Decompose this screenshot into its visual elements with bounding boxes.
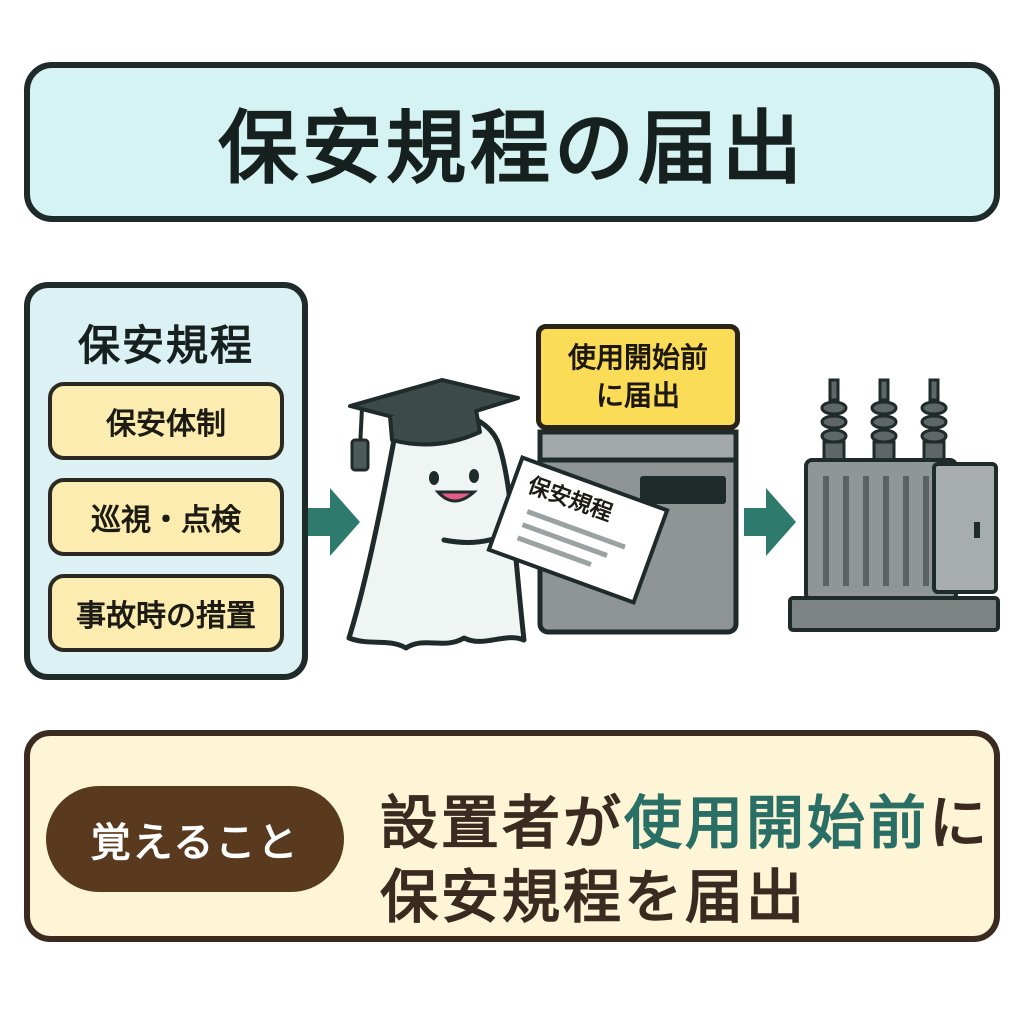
memo-line-1-pre: 設置者が [380, 789, 625, 857]
memo-line-1-post: に [929, 789, 991, 857]
rule-item-safety-system: 保安体制 [48, 382, 284, 460]
rules-panel-title: 保安規程 [77, 321, 254, 370]
rules-panel: 保安規程 保安体制 巡視・点検 事故時の措置 [24, 282, 308, 680]
document-icon: 保安規程 [485, 454, 671, 606]
mortarboard-icon [348, 378, 520, 472]
memo-line-2: 保安規程を届出 [380, 863, 808, 931]
rule-item-patrol-inspection: 巡視・点検 [48, 478, 284, 556]
page-title: 保安規程の届出 [218, 102, 806, 195]
transformer-icon [788, 378, 1000, 632]
memo-line-1: 設置者が使用開始前に [380, 776, 990, 860]
arrow-right-icon [308, 488, 360, 556]
title-banner: 保安規程の届出 [24, 62, 1000, 222]
rule-item-accident-measures: 事故時の措置 [48, 574, 284, 652]
deadline-label-line1: 使用開始前 [567, 341, 708, 375]
memo-badge: 覚えること [46, 786, 344, 892]
deadline-label-line2: に届出 [595, 379, 680, 412]
arrow-right-icon [744, 488, 796, 556]
deadline-label: 使用開始前 に届出 [536, 324, 740, 430]
memo-line-1-accent: 使用開始前 [624, 789, 930, 857]
